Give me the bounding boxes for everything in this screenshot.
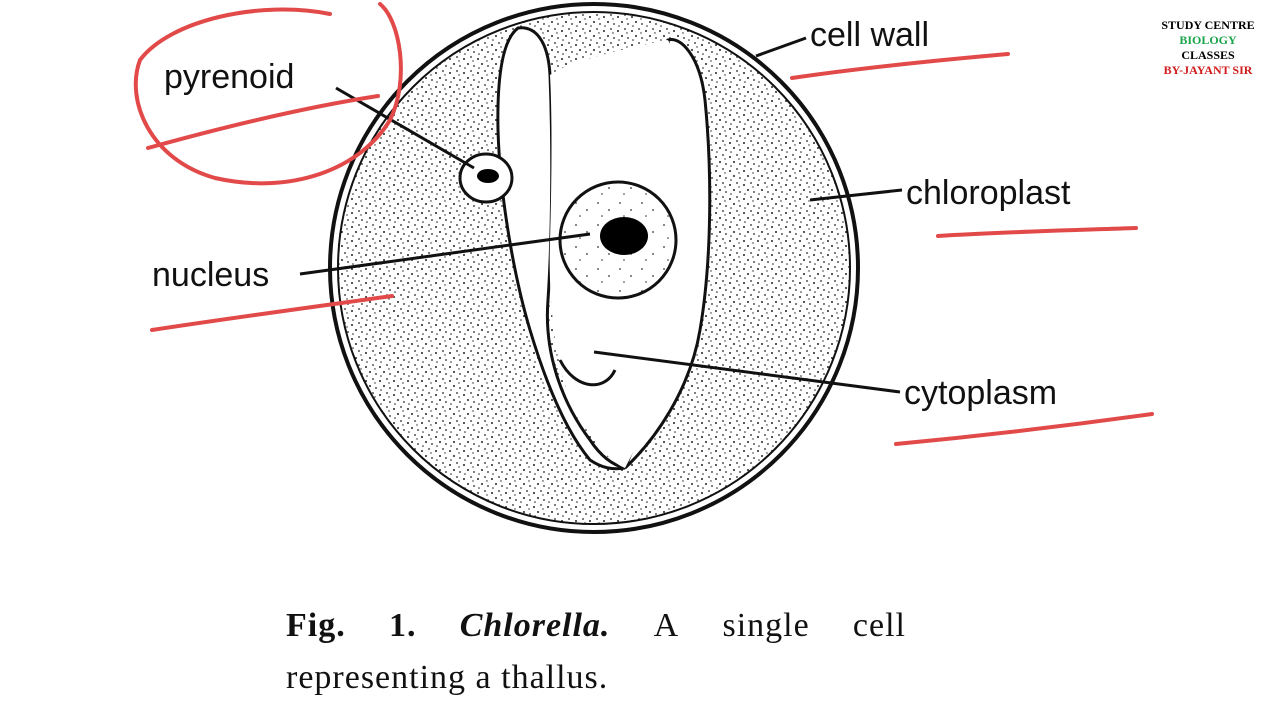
caption-fig: Fig. xyxy=(286,607,346,644)
caption-genus: Chlorella. xyxy=(459,607,611,644)
brand-line-2: BIOLOGY xyxy=(1179,33,1237,47)
label-nucleus: nucleus xyxy=(152,256,269,294)
caption-word-single: single xyxy=(722,607,810,644)
cell-wall-leader xyxy=(755,36,807,58)
cytoplasm-inner-curve xyxy=(558,359,617,387)
red-annotation-underline-chloroplast xyxy=(936,226,1138,238)
chloroplast-leader xyxy=(809,188,903,202)
pyrenoid-core xyxy=(477,169,499,183)
nucleolus xyxy=(600,217,648,255)
label-cytoplasm: cytoplasm xyxy=(904,374,1057,412)
label-chloroplast: chloroplast xyxy=(906,174,1071,212)
label-pyrenoid: pyrenoid xyxy=(164,58,294,96)
caption-word-a: A xyxy=(653,607,680,644)
red-annotation-underline-cytoplasm xyxy=(894,412,1154,446)
red-annotation-underline-cell-wall xyxy=(790,52,1010,80)
caption-line-1: Fig. 1. Chlorella. A single cell xyxy=(286,600,906,652)
label-cell-wall: cell wall xyxy=(810,16,929,54)
brand-line-1: STUDY CENTRE xyxy=(1161,18,1255,32)
brand-watermark: STUDY CENTRE BIOLOGY CLASSES BY-JAYANT S… xyxy=(1150,18,1266,78)
red-annotations xyxy=(133,2,1154,446)
red-annotation-circle xyxy=(133,2,403,186)
red-annotation-underline-pyrenoid xyxy=(146,94,380,150)
cytoplasm-leader xyxy=(593,350,901,394)
caption-word-cell: cell xyxy=(852,607,906,644)
caption-number: 1. xyxy=(388,607,417,644)
pyrenoid-leader xyxy=(335,86,475,170)
brand-line-4: BY-JAYANT SIR xyxy=(1163,63,1253,77)
brand-line-3: CLASSES xyxy=(1181,48,1235,62)
nucleus-leader xyxy=(299,232,591,276)
figure-caption: Fig. 1. Chlorella. A single cell represe… xyxy=(286,600,906,704)
red-annotation-underline-nucleus xyxy=(150,294,394,332)
caption-line-2: representing a thallus. xyxy=(286,659,609,696)
